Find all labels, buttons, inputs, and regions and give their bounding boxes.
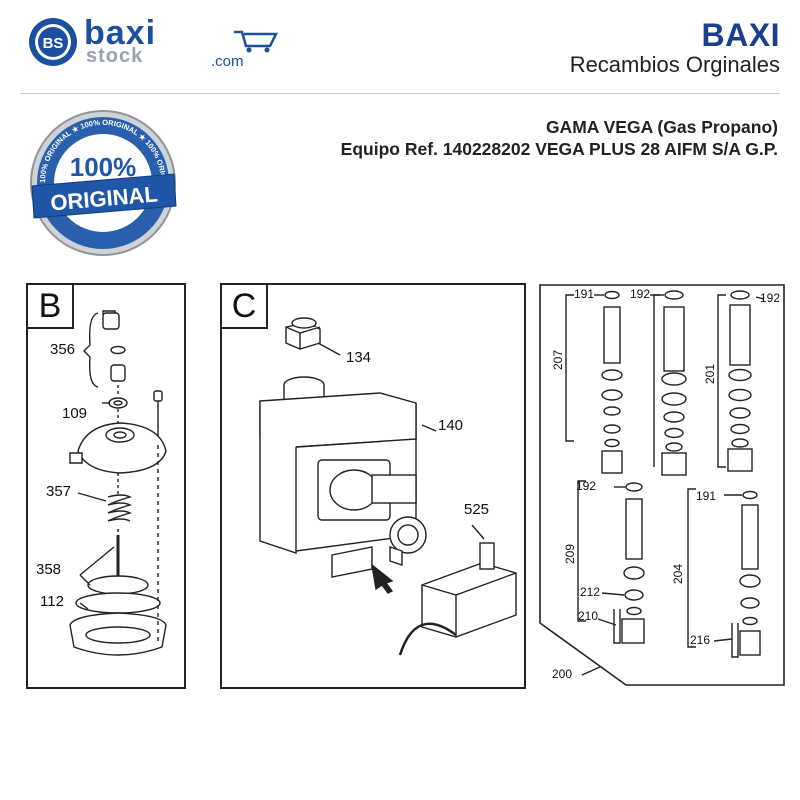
gas-valve-drawing	[259, 317, 517, 656]
regulator-exploded-drawing	[69, 310, 167, 656]
header-divider	[20, 93, 780, 94]
equipment-titles: GAMA VEGA (Gas Propano) Equipo Ref. 1402…	[341, 116, 778, 160]
ref-207: 207	[551, 349, 566, 371]
panel-b: B	[26, 283, 186, 689]
svg-text:BS: BS	[43, 35, 64, 52]
svg-text:100%: 100%	[70, 152, 137, 182]
ref-192-lower: 192	[576, 479, 597, 493]
ref-109: 109	[62, 405, 88, 422]
ref-212: 212	[580, 585, 601, 599]
ref-209: 209	[563, 543, 578, 565]
panel-d: 191 192 192 207 201 192 191 209 204 212 …	[538, 283, 786, 687]
ref-201: 201	[703, 363, 718, 385]
ref-134: 134	[346, 349, 372, 366]
ref-112: 112	[40, 593, 64, 610]
ref-210: 210	[578, 609, 599, 623]
brand-tagline: Recambios Orginales	[569, 52, 780, 77]
ref-191-top: 191	[574, 287, 595, 301]
ref-357: 357	[46, 483, 72, 500]
panel-c: C	[220, 283, 526, 689]
ref-525: 525	[464, 501, 490, 518]
panel-c-letter: C	[222, 285, 268, 329]
ref-356: 356	[50, 341, 76, 358]
ref-200: 200	[552, 667, 573, 681]
ref-204: 204	[671, 563, 686, 585]
panel-b-letter: B	[28, 285, 74, 329]
ref-140: 140	[438, 417, 464, 434]
ref-216: 216	[690, 633, 711, 647]
range-title: GAMA VEGA (Gas Propano)	[545, 117, 778, 137]
svg-text:.com: .com	[211, 53, 244, 70]
ref-358: 358	[36, 561, 62, 578]
svg-text:baxi: baxi	[84, 14, 156, 52]
svg-text:stock: stock	[86, 45, 143, 67]
brand-name: BAXI	[701, 17, 780, 53]
ref-192-top-mid: 192	[630, 287, 651, 301]
ref-192-top-right: 192	[760, 291, 781, 305]
shopping-cart-icon[interactable]	[232, 28, 282, 54]
bs-badge: BS	[29, 18, 77, 66]
baxistock-logo[interactable]: BS baxi stock .com	[28, 14, 288, 74]
equipment-reference: Equipo Ref. 140228202 VEGA PLUS 28 AIFM …	[340, 139, 778, 159]
original-seal: 100% ORIGINAL ★ 100% ORIGINAL ★ 100% ORI…	[28, 108, 178, 258]
brand-block: BAXI Recambios Orginales	[570, 18, 780, 78]
pipe-fittings-drawing	[539, 284, 785, 686]
ref-191-lower: 191	[696, 489, 717, 503]
